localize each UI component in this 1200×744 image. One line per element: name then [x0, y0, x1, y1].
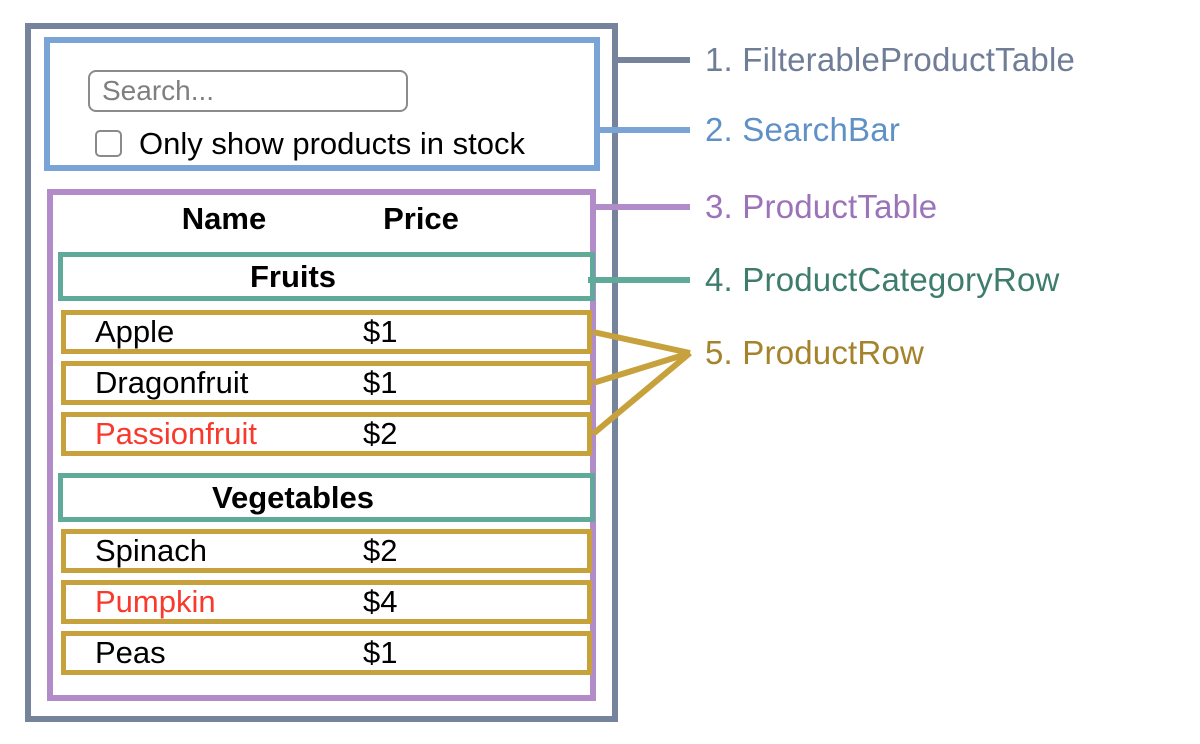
- product-row: Apple $1: [61, 310, 592, 354]
- product-row: Dragonfruit $1: [61, 361, 592, 405]
- category-label: Vegetables: [212, 479, 374, 515]
- product-price: $1: [363, 635, 398, 670]
- product-category-row: Fruits: [58, 252, 595, 301]
- search-input[interactable]: [88, 70, 408, 112]
- legend-product-row: 5. ProductRow: [705, 334, 925, 371]
- product-name: Pumpkin: [95, 584, 216, 619]
- product-price: $2: [363, 416, 398, 451]
- name-column-header: Name: [181, 201, 267, 236]
- product-price: $1: [363, 365, 398, 400]
- product-name: Apple: [95, 314, 175, 349]
- product-row: Passionfruit $2: [61, 412, 592, 456]
- price-column-header: Price: [383, 201, 459, 236]
- product-price: $4: [363, 584, 398, 619]
- legend-product-table: 3. ProductTable: [705, 188, 938, 225]
- product-name: Passionfruit: [95, 416, 257, 451]
- product-category-row: Vegetables: [58, 473, 595, 522]
- product-price: $1: [363, 314, 398, 349]
- category-label: Fruits: [249, 258, 337, 294]
- legend-product-category-row: 4. ProductCategoryRow: [705, 261, 1060, 298]
- legend-search-bar: 2. SearchBar: [705, 111, 901, 148]
- product-name: Peas: [95, 635, 166, 670]
- in-stock-checkbox[interactable]: [95, 130, 122, 157]
- legend-filterable-product-table: 1. FilterableProductTable: [705, 41, 1076, 78]
- product-row: Peas $1: [61, 631, 592, 675]
- product-price: $2: [363, 533, 398, 568]
- in-stock-checkbox-label[interactable]: Only show products in stock: [139, 125, 525, 161]
- product-name: Dragonfruit: [95, 365, 249, 400]
- product-row: Pumpkin $4: [61, 580, 592, 624]
- product-row: Spinach $2: [61, 529, 592, 573]
- product-name: Spinach: [95, 533, 208, 568]
